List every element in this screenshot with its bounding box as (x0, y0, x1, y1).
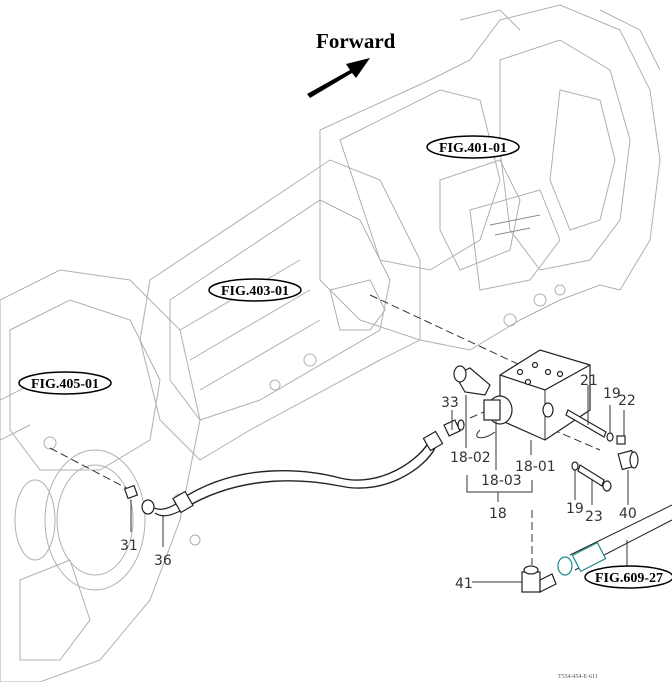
bolt-23 (577, 464, 612, 492)
transmission-housing-rear (0, 269, 201, 682)
label-33: 33 (441, 395, 459, 411)
fitting-40 (617, 449, 639, 471)
label-19b: 19 (566, 501, 584, 517)
fig-ref-401-label: FIG.401-01 (439, 141, 507, 156)
label-18-01: 18-01 (515, 459, 556, 475)
label-41: 41 (455, 576, 473, 592)
fig-ref-609-label: FIG.609-27 (595, 571, 663, 586)
fitting-33 (443, 419, 465, 437)
fig-ref-401[interactable]: FIG.401-01 (426, 135, 520, 159)
label-22: 22 (618, 393, 636, 409)
forward-title: Forward (316, 29, 396, 53)
dashed-guide-housing-to-valve (369, 294, 521, 366)
fig-ref-405-label: FIG.405-01 (31, 377, 99, 392)
fig-ref-405[interactable]: FIG.405-01 (18, 371, 112, 395)
drawing-code: T554/454-E-611 (558, 674, 598, 680)
valve-block (476, 349, 591, 441)
label-18-03: 18-03 (481, 473, 522, 489)
washer-19b (571, 461, 579, 471)
label-21: 21 (580, 373, 598, 389)
label-36: 36 (154, 553, 172, 569)
dashed-guide-rear-port (49, 447, 131, 491)
elbow-41 (521, 565, 557, 593)
fig-ref-403-label: FIG.403-01 (221, 284, 289, 299)
label-31: 31 (120, 538, 138, 554)
bracket-18 (466, 475, 533, 502)
label-40: 40 (619, 506, 637, 522)
bolt-21 (565, 409, 607, 438)
transmission-housing-middle (139, 159, 421, 461)
forward-arrow-icon (307, 58, 370, 98)
pipe-609 (557, 504, 672, 576)
label-19a: 19 (603, 386, 621, 402)
nut-22 (616, 435, 626, 445)
cartridge-18-02 (453, 365, 491, 396)
label-23: 23 (585, 509, 603, 525)
washer-19a (606, 432, 614, 442)
label-18-02: 18-02 (450, 450, 491, 466)
transmission-housing-front (319, 4, 661, 351)
label-18: 18 (489, 506, 507, 522)
hydraulic-hose (123, 430, 444, 517)
fig-ref-403[interactable]: FIG.403-01 (208, 278, 302, 302)
fig-ref-609[interactable]: FIG.609-27 (584, 565, 672, 589)
